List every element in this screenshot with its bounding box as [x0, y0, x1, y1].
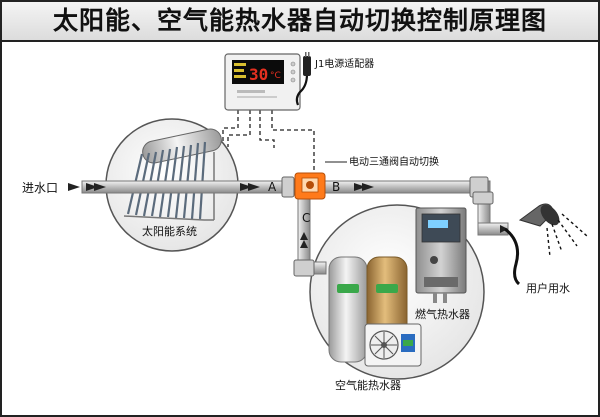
port-a-label: A	[268, 180, 277, 194]
water-spray	[546, 213, 588, 258]
three-way-valve	[294, 172, 326, 200]
controller-button[interactable]	[290, 77, 296, 83]
gas-heater-icon	[415, 207, 467, 303]
solar-panel-icon	[123, 128, 222, 221]
diagram-title: 太阳能、空气能热水器自动切换控制原理图	[52, 6, 547, 35]
port-c-label: C	[302, 211, 310, 225]
controller-button[interactable]	[290, 69, 296, 75]
controller-display-value: 30	[249, 65, 268, 84]
inlet-label: 进水口	[22, 181, 58, 195]
power-adapter-icon	[295, 52, 311, 106]
flow-arrows	[86, 183, 508, 248]
controller-button[interactable]	[290, 61, 296, 67]
title-bar: 太阳能、空气能热水器自动切换控制原理图	[2, 2, 598, 42]
temperature-controller: 30 °C	[224, 53, 301, 111]
valve-label: 电动三通阀自动切换	[349, 155, 439, 168]
gas-heater-label: 燃气热水器	[415, 307, 470, 321]
user-water-label: 用户用水	[526, 281, 570, 295]
shower-head-icon	[504, 203, 560, 286]
controller-display-unit: °C	[270, 71, 281, 81]
air-heater-icon	[328, 256, 422, 367]
port-b-label: B	[332, 180, 340, 194]
solar-system-label: 太阳能系统	[142, 224, 197, 238]
inlet-arrow-icon	[68, 183, 80, 191]
air-heater-label: 空气能热水器	[335, 378, 401, 392]
control-wires	[222, 110, 315, 176]
pipe-fittings	[281, 176, 494, 277]
power-adapter-label: J1电源适配器	[314, 57, 374, 70]
